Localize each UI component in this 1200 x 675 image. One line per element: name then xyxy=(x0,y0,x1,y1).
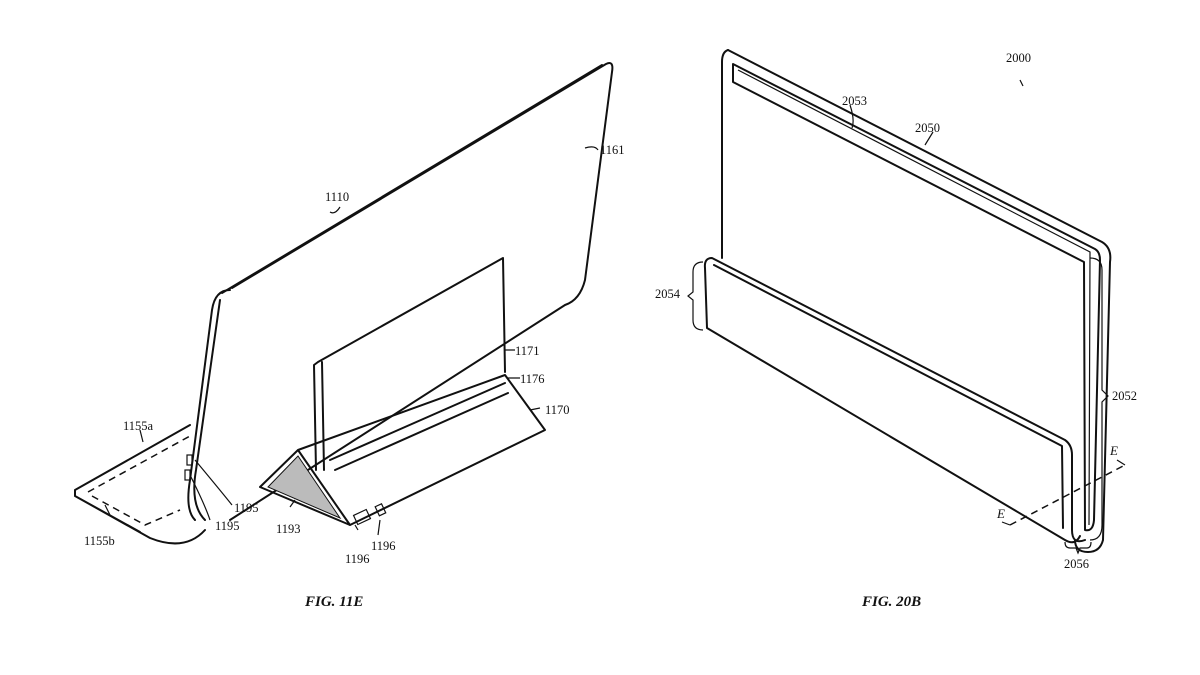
label-1171: 1171 xyxy=(515,344,540,358)
label-2053: 2053 xyxy=(842,94,867,108)
port-upper-icon xyxy=(186,454,193,466)
caption-fig-11e: FIG. 11E xyxy=(304,594,363,610)
label-2052: 2052 xyxy=(1112,389,1137,403)
label-1161: 1161 xyxy=(600,143,625,157)
inner-panel xyxy=(313,257,506,471)
section-line xyxy=(1009,464,1126,526)
brace-2054 xyxy=(687,261,704,331)
display-panel xyxy=(187,62,614,521)
caption-fig-20b: FIG. 20B xyxy=(861,594,921,610)
label-1195-upper: 1195 xyxy=(234,501,259,515)
display-inner-line xyxy=(737,69,1091,526)
label-section-e-left: E xyxy=(996,506,1005,521)
label-1196-right: 1196 xyxy=(371,539,396,553)
label-1196-left: 1196 xyxy=(345,552,370,566)
label-1110: 1110 xyxy=(325,190,349,204)
connector-right-icon xyxy=(374,502,387,517)
display-frame-outer-left xyxy=(721,49,729,259)
mesh-panel xyxy=(267,455,342,520)
label-2050: 2050 xyxy=(915,121,940,135)
label-2054: 2054 xyxy=(655,287,681,301)
label-1193: 1193 xyxy=(276,522,301,536)
label-1195-lower: 1195 xyxy=(215,519,240,533)
label-2000: 2000 xyxy=(1006,51,1031,65)
foot xyxy=(74,424,206,545)
connector-left-icon xyxy=(352,508,372,526)
fig-11e-drawing: 1110 1161 1171 1176 1170 1155a 1155b 119… xyxy=(74,62,625,610)
stand-tray xyxy=(703,257,1086,544)
label-1176: 1176 xyxy=(520,372,545,386)
display-panel-edge xyxy=(193,64,603,521)
foot-dashed-outline xyxy=(87,435,191,526)
label-section-e-right: E xyxy=(1109,443,1118,458)
brace-2056 xyxy=(1064,541,1092,555)
stand-base xyxy=(259,374,546,526)
fig-20b-drawing: 2000 2053 2050 2054 2052 E E 2056 FIG. 2… xyxy=(655,49,1137,610)
display-screen xyxy=(732,63,1101,532)
label-1155a: 1155a xyxy=(123,419,154,433)
brace-2052 xyxy=(1089,257,1109,541)
label-1155b: 1155b xyxy=(84,534,115,548)
label-1170: 1170 xyxy=(545,403,570,417)
label-2056: 2056 xyxy=(1064,557,1089,571)
